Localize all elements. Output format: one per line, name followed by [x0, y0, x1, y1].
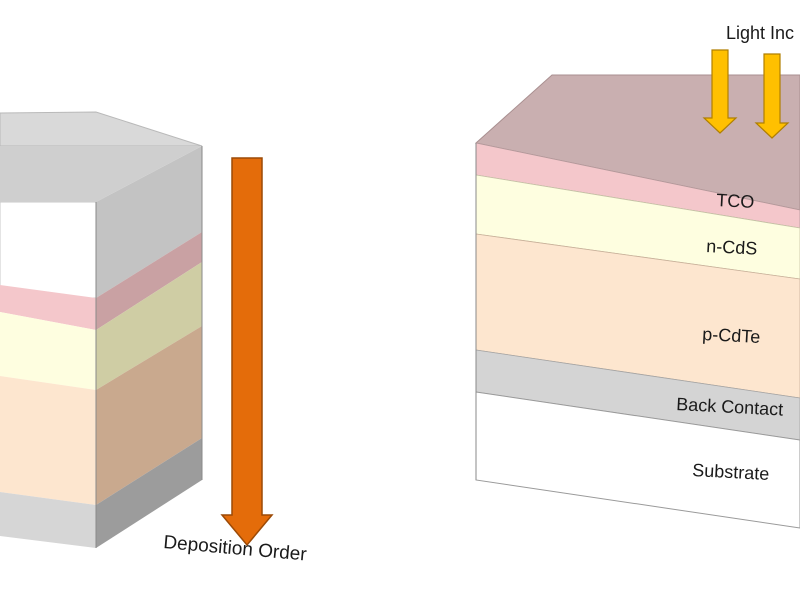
- left-cdte-side: [96, 326, 202, 505]
- left-layer-stack: [0, 111, 203, 548]
- light-incident-label: Light Inc: [726, 23, 794, 43]
- deposition-order-label: Deposition Order: [163, 532, 309, 565]
- left-contact-front: [0, 492, 96, 548]
- n-cds-label: n-CdS: [706, 236, 758, 259]
- light-arrow-left: [702, 49, 738, 134]
- left-cds-side: [96, 262, 202, 390]
- right-layer-stack: [474, 74, 800, 529]
- tco-label: TCO: [716, 190, 755, 212]
- left-tco-side: [96, 232, 202, 330]
- deposition-order-arrow: [220, 157, 274, 547]
- p-cdte-label: p-CdTe: [702, 324, 761, 347]
- left-tco-front: [0, 285, 96, 330]
- left-top-face: [0, 111, 203, 147]
- left-substrate-side: [96, 146, 202, 298]
- left-front-top-band: [0, 146, 202, 202]
- left-cds-front: [0, 312, 96, 390]
- left-contact-side: [96, 438, 202, 548]
- left-cdte-front: [0, 376, 96, 505]
- light-arrow-right: [754, 53, 790, 139]
- left-substrate-front: [0, 201, 97, 299]
- substrate-label: Substrate: [692, 460, 770, 484]
